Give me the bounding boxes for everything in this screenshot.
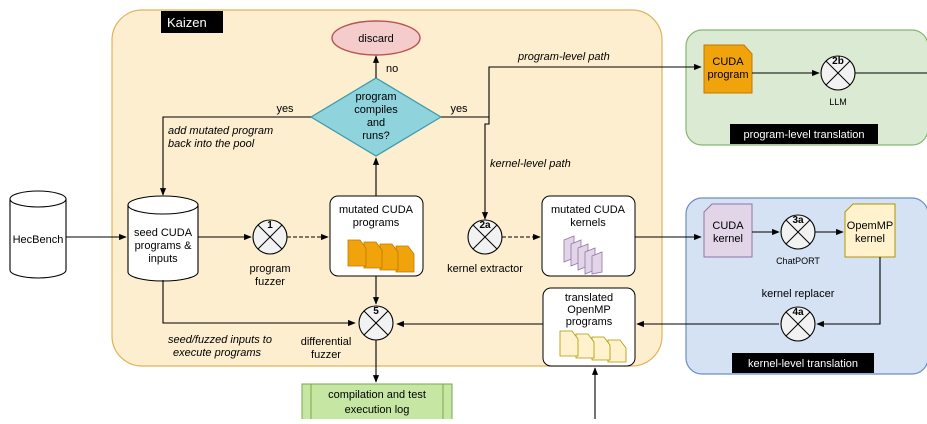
openmp-kernel-label-1: kernel: [855, 233, 885, 245]
decision-label-0: program: [356, 91, 397, 103]
translated-programs-label-1: OpenMP: [567, 304, 610, 316]
kaizen-region: [111, 9, 663, 367]
edge-label-seed-inputs-0: seed/fuzzed inputs to: [168, 334, 272, 346]
discard-node: [331, 20, 421, 56]
differential-fuzzer-number: 5: [373, 306, 379, 317]
translated-programs-label-0: translated: [565, 292, 613, 304]
compilation-log-label-0: compilation and test: [328, 389, 426, 401]
kaizen-title: Kaizen: [167, 15, 207, 30]
kernel-translation-title: kernel-level translation: [748, 358, 858, 370]
hecbench-label: HecBench: [13, 234, 64, 246]
translated-programs-label-2: programs: [566, 316, 613, 328]
kernel-extractor-node: [467, 219, 503, 255]
mutated-kernels-label-1: kernels: [570, 217, 606, 229]
cuda-program-label-0: CUDA: [712, 56, 744, 68]
decision-label-3: runs?: [362, 130, 390, 142]
edge-label-yes-right: yes: [450, 103, 468, 115]
compilation-log-label-1: execution log: [345, 404, 410, 416]
kernel-replacer-label: kernel replacer: [762, 288, 835, 300]
edge-label-seed-inputs-1: execute programs: [173, 347, 262, 359]
kernel-extractor-number: 2a: [479, 220, 491, 231]
decision-label-1: compiles: [354, 104, 398, 116]
llm-label: LLM: [829, 97, 847, 107]
chatport-label: ChatPORT: [776, 256, 820, 266]
translated-programs-doc-icons: [559, 330, 627, 363]
mutated-programs-doc-icons: [347, 239, 415, 273]
openmp-kernel-label-0: OpemMP: [847, 220, 893, 232]
discard-label: discard: [358, 33, 393, 45]
openmp-kernel-doc: [844, 203, 896, 258]
edges: [66, 55, 927, 419]
seed-label-1: programs &: [135, 240, 193, 252]
edge-seed-to-diff: [162, 280, 356, 327]
edge-label-add-back-1: back into the pool: [168, 138, 255, 150]
compilation-log-box: [301, 383, 453, 421]
chatport-number: 3a: [792, 215, 804, 226]
differential-fuzzer-label-0: differential: [301, 336, 352, 348]
edge-openmp-to-replacer: [816, 257, 881, 328]
edge-label-program-path: program-level path: [517, 51, 610, 63]
kaizen-title-bg: [161, 11, 223, 33]
kernel-replacer-number: 4a: [792, 307, 804, 318]
decision-label-2: and: [367, 117, 385, 129]
program-fuzzer-label-0: program: [250, 263, 291, 275]
mutated-kernels-label-0: mutated CUDA: [551, 204, 626, 216]
mutated-programs-label-0: mutated CUDA: [339, 204, 414, 216]
seed-label-2: inputs: [148, 253, 178, 265]
edge-decision-yes-to-seed: [159, 116, 311, 196]
seed-label-0: seed CUDA: [134, 227, 193, 239]
differential-fuzzer-label-1: fuzzer: [311, 349, 341, 361]
cuda-kernel-doc: [703, 203, 753, 258]
llm-number: 2b: [832, 56, 844, 67]
edge-label-yes-left: yes: [276, 103, 294, 115]
mutated-programs-label-1: programs: [353, 217, 400, 229]
mutated-kernels-doc-icons: [563, 235, 603, 275]
cuda-kernel-label-0: CUDA: [712, 220, 744, 232]
edge-decision-yes-to-cuda-program: [441, 63, 702, 118]
seed-cylinder: [127, 195, 199, 282]
edge-label-add-back-0: add mutated program: [168, 125, 273, 137]
cuda-kernel-label-1: kernel: [713, 233, 743, 245]
program-translation-title-bg: [730, 124, 878, 144]
kernel-replacer-node: [780, 306, 816, 342]
program-translation-title: program-level translation: [743, 129, 864, 141]
chatport-node: [780, 214, 816, 250]
edge-label-no: no: [386, 63, 398, 75]
edge-decision-to-extractor: [481, 117, 490, 220]
kernel-extractor-label: kernel extractor: [447, 263, 523, 275]
cuda-program-label-1: program: [708, 69, 749, 81]
hecbench-cylinder: [9, 190, 67, 279]
kernel-translation-title-bg: [732, 353, 874, 373]
edge-label-kernel-path: kernel-level path: [490, 158, 571, 170]
program-fuzzer-number: 1: [267, 220, 273, 231]
program-fuzzer-label-1: fuzzer: [255, 276, 285, 288]
decision-node: [309, 77, 443, 157]
